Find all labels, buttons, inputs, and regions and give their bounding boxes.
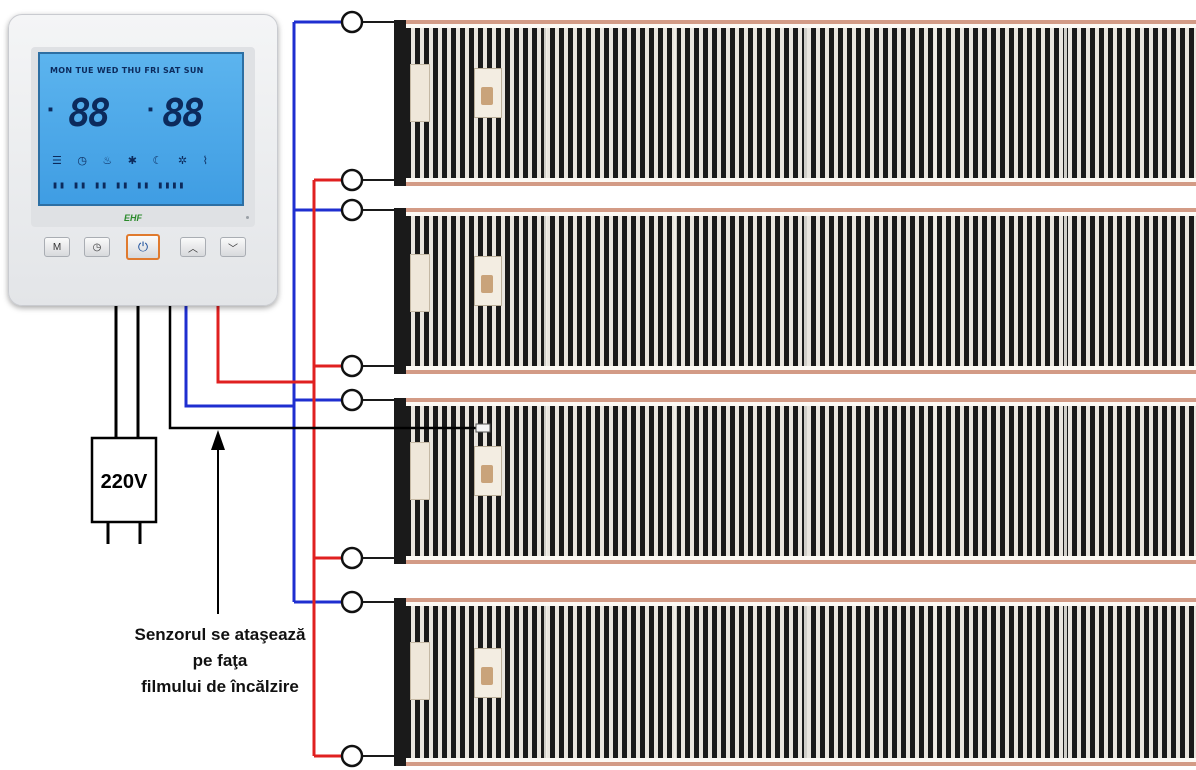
film-copper-strip: [406, 560, 1196, 564]
caption-line-3: filmului de încălzire: [141, 677, 299, 696]
terminals: [340, 10, 364, 768]
terminal-connector: [340, 168, 364, 192]
power-plug: 220V: [90, 436, 158, 544]
neutral-wire-from-thermostat: [184, 306, 294, 408]
chevron-up-icon: ︿: [188, 243, 198, 255]
status-led: [246, 216, 249, 219]
film-seam: [934, 406, 937, 556]
film-copper-strip: [406, 370, 1196, 374]
film-seam: [544, 406, 547, 556]
sensor-wire: [168, 306, 478, 430]
film-busbar: [394, 398, 406, 564]
terminal-leads: [362, 21, 394, 757]
film-seam: [934, 28, 937, 178]
terminal-connector: [340, 10, 364, 34]
film-label: [474, 256, 502, 306]
power-button[interactable]: ⏻: [126, 234, 160, 260]
film-busbar: [394, 208, 406, 374]
film-seam: [1064, 216, 1067, 366]
plug-voltage-label: 220V: [101, 471, 148, 493]
up-button[interactable]: ︿: [180, 237, 206, 257]
film-seam: [1064, 28, 1067, 178]
terminal-connector: [340, 388, 364, 412]
film-copper-strip: [406, 762, 1196, 766]
film-seam: [674, 406, 677, 556]
lcd-program-row: ▮▮ ▮▮ ▮▮ ▮▮ ▮▮ ▮▮▮▮: [52, 180, 186, 191]
film-seam: [1064, 606, 1067, 758]
film-seam: [674, 28, 677, 178]
heating-film-1: [394, 20, 1196, 186]
film-seam: [674, 606, 677, 758]
clock-icon: ◷: [92, 241, 102, 253]
lcd-left-digits: 88: [68, 91, 111, 135]
sensor-arrow: [211, 430, 225, 614]
clock-button[interactable]: ◷: [84, 237, 110, 257]
lcd-days-row: MON TUE WED THU FRI SAT SUN: [50, 66, 204, 75]
film-seam: [674, 216, 677, 366]
lcd-status-icons: ☰ ◷ ♨ ✱ ☾ ✲ ⌇: [52, 154, 214, 167]
mode-button[interactable]: M: [44, 237, 70, 257]
chevron-down-icon: ﹀: [228, 243, 238, 255]
mode-icon: M: [52, 241, 62, 253]
live-wire-from-thermostat: [216, 306, 314, 384]
sensor-probe: [475, 423, 491, 433]
terminal-connector: [340, 198, 364, 222]
film-copper-strip: [406, 398, 1196, 402]
film-label: [410, 64, 430, 122]
film-label: [410, 642, 430, 700]
heating-film-3: [394, 398, 1196, 564]
film-seam: [544, 28, 547, 178]
film-copper-strip: [406, 598, 1196, 602]
film-seam: [544, 606, 547, 758]
sensor-caption: Senzorul se ataşează pe faţa filmului de…: [70, 622, 370, 700]
thermostat-brand-logo: EHF: [124, 213, 142, 223]
terminal-connector: [340, 744, 364, 768]
terminal-connector: [340, 546, 364, 570]
film-label: [474, 68, 502, 118]
heating-film-2: [394, 208, 1196, 374]
power-icon: ⏻: [137, 239, 149, 254]
terminal-connector: [340, 354, 364, 378]
film-label: [410, 254, 430, 312]
film-seam: [804, 406, 807, 556]
film-copper-strip: [406, 182, 1196, 186]
lcd-right-digits: 88: [162, 91, 205, 135]
terminal-connector: [340, 590, 364, 614]
live-wires: [216, 178, 342, 758]
neutral-wires: [184, 20, 342, 604]
caption-line-2: pe faţa: [192, 651, 248, 670]
film-busbar: [394, 20, 406, 186]
heating-film-4: [394, 598, 1196, 766]
film-busbar: [394, 598, 406, 766]
film-copper-strip: [406, 208, 1196, 212]
film-seam: [1064, 406, 1067, 556]
power-cable: [114, 306, 140, 438]
lcd-room-indicator: ◼: [48, 106, 53, 113]
film-copper-strip: [406, 20, 1196, 24]
film-seam: [804, 216, 807, 366]
film-label: [410, 442, 430, 500]
caption-line-1: Senzorul se ataşează: [134, 625, 306, 644]
thermostat-lcd: MON TUE WED THU FRI SAT SUN ◼ 88 ◼ 88 ☰ …: [38, 52, 244, 206]
film-seam: [934, 216, 937, 366]
film-seam: [544, 216, 547, 366]
film-seam: [934, 606, 937, 758]
film-label: [474, 648, 502, 698]
down-button[interactable]: ﹀: [220, 237, 246, 257]
lcd-floor-indicator: ◼: [148, 106, 153, 113]
film-seam: [804, 606, 807, 758]
film-label: [474, 446, 502, 496]
film-seam: [804, 28, 807, 178]
